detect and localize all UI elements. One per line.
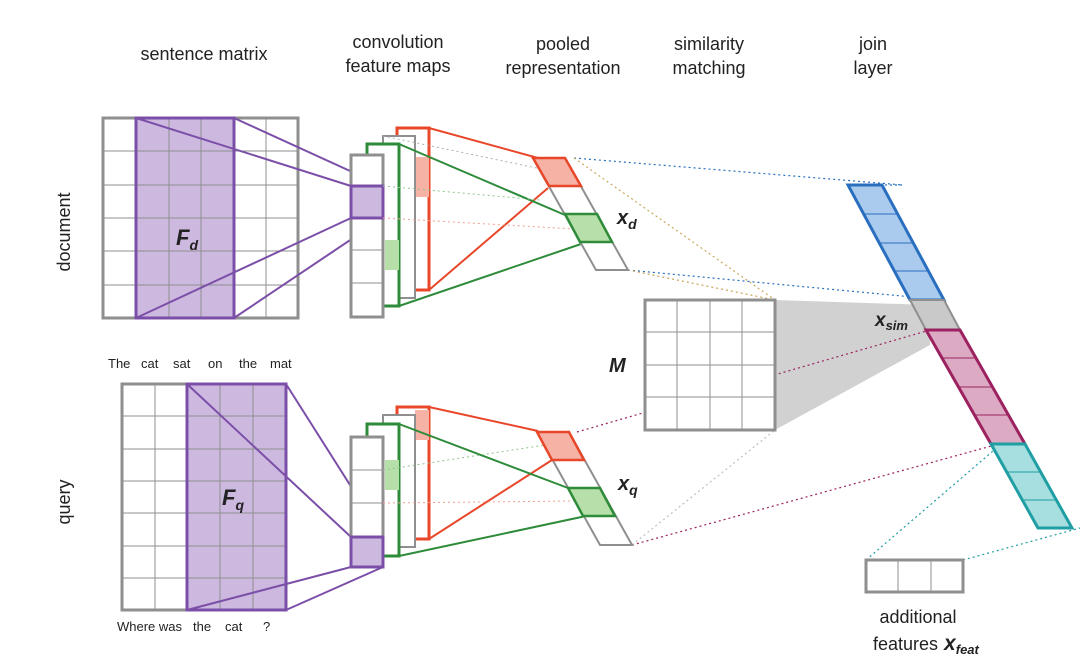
pooled-q-green-cell	[565, 486, 618, 518]
column-headers: sentence matrix convolution feature maps…	[140, 32, 892, 78]
join-teal-segment	[988, 442, 1075, 530]
label-xsim: xsim	[874, 310, 908, 333]
header-feature-maps: feature maps	[345, 56, 450, 76]
header-layer: layer	[853, 58, 892, 78]
document-word: on	[208, 356, 222, 371]
pooled-q-red-cell	[534, 430, 587, 462]
filter-projections	[135, 117, 384, 611]
document-sentence-matrix	[101, 116, 300, 320]
document-words: The cat sat on the mat	[108, 356, 292, 371]
label-fq: Fq	[222, 485, 244, 513]
document-word: mat	[270, 356, 292, 371]
pooled-vector-document	[530, 156, 630, 271]
connector-q-bottom-m	[631, 429, 776, 546]
query-word: cat	[225, 619, 243, 634]
connector-doc-top-m	[573, 157, 776, 301]
connector-q-bottom-join	[631, 444, 996, 546]
side-label-query: query	[54, 479, 74, 524]
document-word: sat	[173, 356, 191, 371]
query-word: Where was	[117, 619, 183, 634]
query-filter-border	[185, 382, 288, 612]
dotted-connectors	[573, 157, 1080, 561]
pooled-doc-green-cell	[562, 212, 615, 244]
document-word: The	[108, 356, 130, 371]
header-pooled: pooled	[536, 34, 590, 54]
header-sentence-matrix: sentence matrix	[140, 44, 267, 64]
query-filter-fill	[187, 384, 286, 610]
document-word: cat	[141, 356, 159, 371]
label-xd: xd	[616, 207, 637, 232]
document-feature-maps	[349, 126, 431, 319]
query-words: Where was the cat ?	[117, 619, 270, 634]
join-layer	[845, 183, 1075, 530]
connector-doc-bottom-m	[627, 269, 776, 301]
side-label-document: document	[54, 192, 74, 271]
label-additional: additional	[879, 607, 956, 627]
document-word: the	[239, 356, 257, 371]
pooling-connectors	[382, 127, 587, 557]
label-m: M	[609, 355, 627, 377]
pooled-doc-red-cell	[530, 156, 584, 188]
header-matching: matching	[672, 58, 745, 78]
similarity-shade	[775, 300, 930, 430]
connector-q-top-join	[576, 329, 931, 433]
pooled-vector-query	[534, 430, 634, 546]
connector-doc-top-join	[573, 157, 904, 186]
header-representation: representation	[505, 58, 620, 78]
query-filter-output-cell	[349, 535, 385, 569]
query-word: ?	[263, 619, 270, 634]
label-fd: Fd	[176, 225, 198, 253]
connector-feat-right	[962, 527, 1080, 561]
header-similarity: similarity	[674, 34, 744, 54]
query-sentence-matrix	[120, 382, 288, 612]
document-filter-output-cell	[349, 184, 385, 220]
header-convolution: convolution	[352, 32, 443, 52]
similarity-matrix	[643, 298, 777, 432]
label-xq: xq	[617, 473, 638, 498]
additional-features-vector	[864, 558, 965, 594]
query-word: the	[193, 619, 211, 634]
document-filter-border	[134, 116, 236, 320]
connector-feat-left	[865, 444, 1001, 561]
header-join: join	[858, 34, 887, 54]
